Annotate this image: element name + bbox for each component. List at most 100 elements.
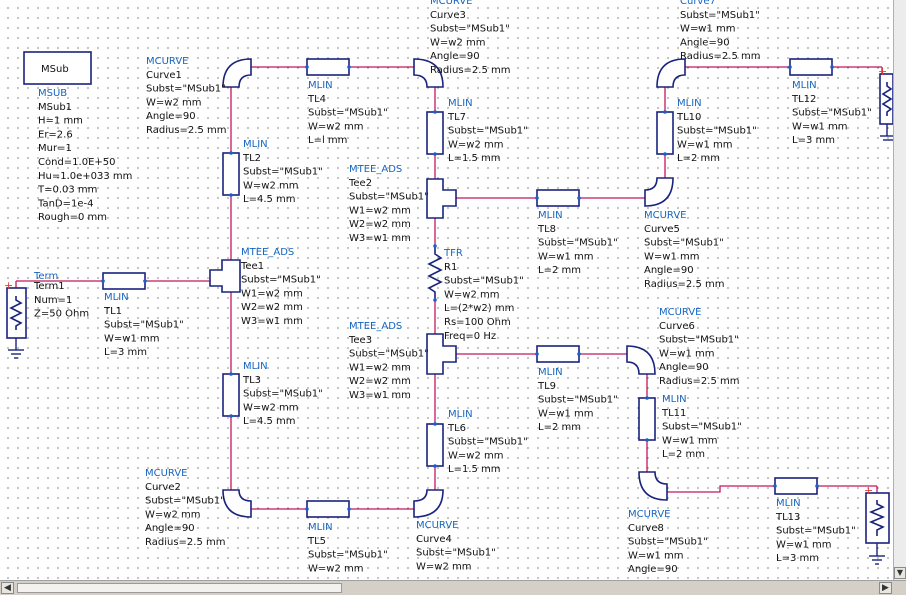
tee1-param-0: Tee1: [240, 261, 264, 272]
tl3-type-label: MLIN: [243, 361, 268, 372]
tl7-param-0: TL7: [447, 112, 466, 123]
tl13-param-3: L=3 mm: [776, 553, 819, 564]
r1-param-2: W=w2 mm: [444, 289, 499, 300]
tee1-type-label: MTEE_ADS: [241, 247, 294, 258]
tl8-type-label: MLIN: [538, 210, 563, 221]
tl9-symbol: [536, 345, 580, 363]
curve5-param-0: Curve5: [644, 224, 680, 235]
curve7-type-label: Curve7: [680, 0, 716, 7]
tee1-param-2: W1=w2 mm: [241, 288, 303, 299]
tl3-symbol: [222, 373, 240, 417]
tee2-param-1: Subst="MSub1": [349, 192, 429, 203]
tl2-symbol: [222, 152, 240, 196]
curve8-param-0: Curve8: [628, 523, 664, 534]
curve7-param-2: Angle=90: [680, 37, 730, 48]
scroll-left-button[interactable]: ◀: [1, 582, 14, 594]
tl10-param-2: W=w1 mm: [677, 139, 732, 150]
curve4-param-0: Curve4: [416, 534, 452, 545]
tl12-type-label: MLIN: [792, 80, 817, 91]
tl8-param-0: TL8: [537, 224, 556, 235]
msub1-param-3: Mur=1: [38, 143, 72, 154]
tl2-param-0: TL2: [242, 153, 261, 164]
tl8-param-1: Subst="MSub1": [538, 238, 618, 249]
wires: [15, 66, 883, 510]
scroll-thumb[interactable]: [17, 583, 342, 593]
curve1-param-1: Subst="MSub1": [146, 84, 226, 95]
schematic-drawing[interactable]: MSub: [0, 0, 893, 580]
tl9-type-label: MLIN: [538, 367, 563, 378]
r1-param-3: L=(2*w2) mm: [444, 303, 514, 314]
tl8-param-3: L=2 mm: [538, 265, 581, 276]
chevron-left-icon: ◀: [4, 583, 11, 593]
scroll-down-button[interactable]: ▼: [894, 567, 906, 579]
tl1-param-0: TL1: [103, 306, 122, 317]
curve1-symbol: [222, 58, 252, 88]
tl5-param-2: W=w2 mm: [308, 563, 363, 574]
curve1-param-2: W=w2 mm: [146, 97, 201, 108]
tl4-param-1: Subst="MSub1": [308, 108, 388, 119]
tee1-param-1: Subst="MSub1": [241, 275, 321, 286]
tl6-param-0: TL6: [447, 423, 466, 434]
term1-symbol[interactable]: +: [4, 279, 27, 359]
curve2-param-2: W=w2 mm: [145, 509, 200, 520]
curve7-param-3: Radius=2.5 mm: [680, 51, 760, 62]
tl5-param-1: Subst="MSub1": [308, 550, 388, 561]
tl6-param-1: Subst="MSub1": [448, 437, 528, 448]
tee2-symbol: [426, 178, 457, 219]
chevron-right-icon: ▶: [882, 583, 889, 593]
curve-components[interactable]: [222, 58, 686, 518]
tee-components[interactable]: [209, 178, 457, 375]
curve1-param-0: Curve1: [146, 70, 182, 81]
curve6-param-3: Angle=90: [659, 362, 709, 373]
tl4-symbol: [306, 58, 350, 76]
tl6-symbol: [426, 423, 444, 467]
tee2-param-2: W1=w2 mm: [349, 205, 411, 216]
tl13-param-1: Subst="MSub1": [776, 526, 856, 537]
tl1-symbol: [102, 272, 146, 290]
tl10-param-1: Subst="MSub1": [677, 126, 757, 137]
schematic-canvas[interactable]: MSub: [0, 0, 906, 580]
r1-symbol[interactable]: [427, 246, 443, 300]
tl7-param-3: L=1.5 mm: [448, 153, 501, 164]
vertical-scrollbar[interactable]: ▼: [893, 0, 906, 580]
tl8-symbol: [536, 189, 580, 207]
curve1-param-4: Radius=2.5 mm: [146, 125, 226, 136]
tee3-param-1: Subst="MSub1": [349, 349, 429, 360]
tee1-param-3: W2=w2 mm: [241, 302, 303, 313]
term3-symbol[interactable]: +: [864, 484, 890, 565]
curve8-symbol: [638, 471, 668, 501]
tee1-symbol: [209, 259, 241, 293]
tl5-param-0: TL5: [307, 536, 326, 547]
msub1-param-8: Rough=0 mm: [38, 212, 107, 223]
term2-symbol[interactable]: +: [878, 65, 893, 141]
horizontal-scrollbar[interactable]: ◀ ▶: [0, 580, 906, 595]
tl2-type-label: MLIN: [243, 139, 268, 150]
curve4-type-label: MCURVE: [416, 520, 459, 531]
curve6-type-label: MCURVE: [659, 307, 702, 318]
tl13-param-2: W=w1 mm: [776, 539, 831, 550]
curve4-param-2: W=w2 mm: [416, 561, 471, 572]
msub-box[interactable]: [23, 51, 92, 85]
tl4-param-0: TL4: [307, 94, 326, 105]
curve6-param-4: Radius=2.5 mm: [659, 376, 739, 387]
svg-text:+: +: [864, 484, 873, 497]
msub1-param-4: Cond=1.0E+50: [38, 157, 116, 168]
tee2-type-label: MTEE_ADS: [349, 164, 402, 175]
curve3-param-0: Curve3: [430, 10, 466, 21]
msub-box-label: MSub: [41, 64, 69, 75]
curve7-param-1: W=w1 mm: [680, 24, 735, 35]
tl12-param-2: W=w1 mm: [792, 121, 847, 132]
r1-type-label: TFR: [443, 248, 463, 259]
curve6-param-2: W=w1 mm: [659, 348, 714, 359]
tee3-param-3: W2=w2 mm: [349, 376, 411, 387]
curve3-param-3: Angle=90: [430, 51, 480, 62]
curve2-param-0: Curve2: [145, 482, 181, 493]
scroll-right-button[interactable]: ▶: [879, 582, 892, 594]
tl2-param-2: W=w2 mm: [243, 180, 298, 191]
tl11-param-0: TL11: [661, 408, 686, 419]
tl9-param-0: TL9: [537, 381, 556, 392]
tl12-param-1: Subst="MSub1": [792, 108, 872, 119]
curve2-param-1: Subst="MSub1": [145, 496, 225, 507]
r1-param-4: Rs=100 Ohm: [444, 317, 511, 328]
curve6-param-1: Subst="MSub1": [659, 335, 739, 346]
